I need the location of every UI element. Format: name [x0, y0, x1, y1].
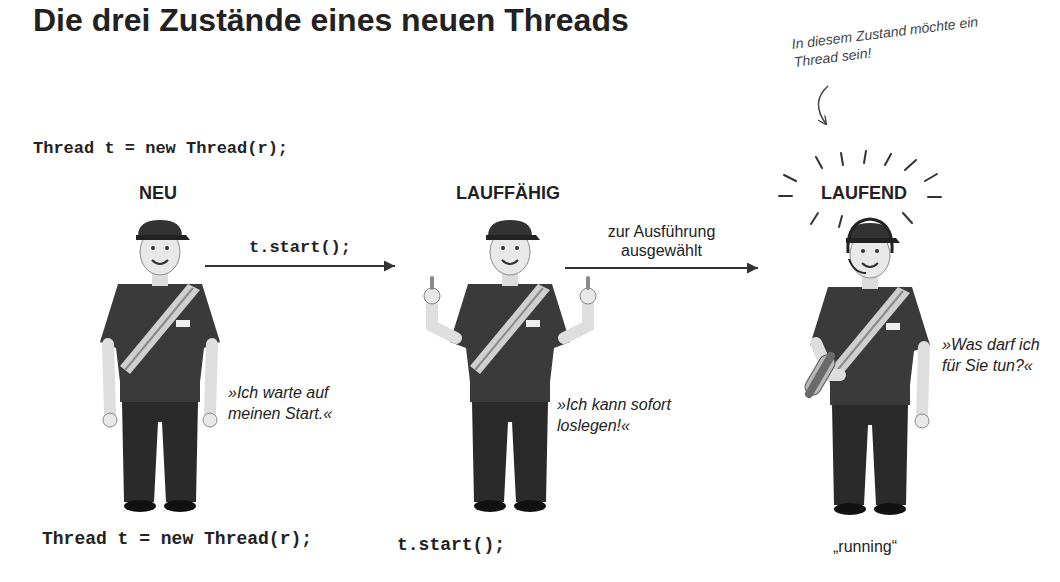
state-heading: NEU [139, 183, 177, 204]
person-running [800, 219, 930, 515]
code-line: t.start(); [397, 534, 505, 557]
state-heading: LAUFEND [821, 183, 907, 204]
state-figure: NEU»Ich warte auf meinen Start.« [100, 178, 203, 523]
note-arrow [818, 86, 828, 124]
code-line: Thread t = new Thread(r); [42, 528, 312, 551]
speech-text: »Was darf ich für Sie tun?« [942, 335, 1042, 377]
speech-text: »Ich kann sofort loslegen!« [557, 395, 707, 437]
code-line: Thread t = new Thread(r); [33, 138, 288, 159]
transition-arrow [565, 267, 758, 269]
hot-dog [800, 348, 840, 401]
title: Die drei Zustände eines neuen Threads [33, 2, 629, 39]
state-figure: LAUFFÄHIG»Ich kann sofort loslegen!« [397, 178, 563, 523]
transition-label: zur Ausführung ausgewählt [592, 222, 732, 260]
person-new [100, 220, 220, 512]
burst-lines [779, 151, 941, 227]
transition-label: t.start(); [249, 238, 351, 258]
handwritten-note: In diesem Zustand möchte ein Thread sein… [791, 8, 1024, 71]
state-heading: LAUFFÄHIG [456, 183, 560, 204]
speech-text: »Ich warte auf meinen Start.« [228, 383, 368, 425]
transition-arrow [205, 265, 395, 267]
state-figure: LAUFEND»Was darf ich für Sie tun?« [760, 178, 940, 523]
person-runnable [424, 220, 596, 512]
state-caption: „running“ [833, 537, 897, 557]
